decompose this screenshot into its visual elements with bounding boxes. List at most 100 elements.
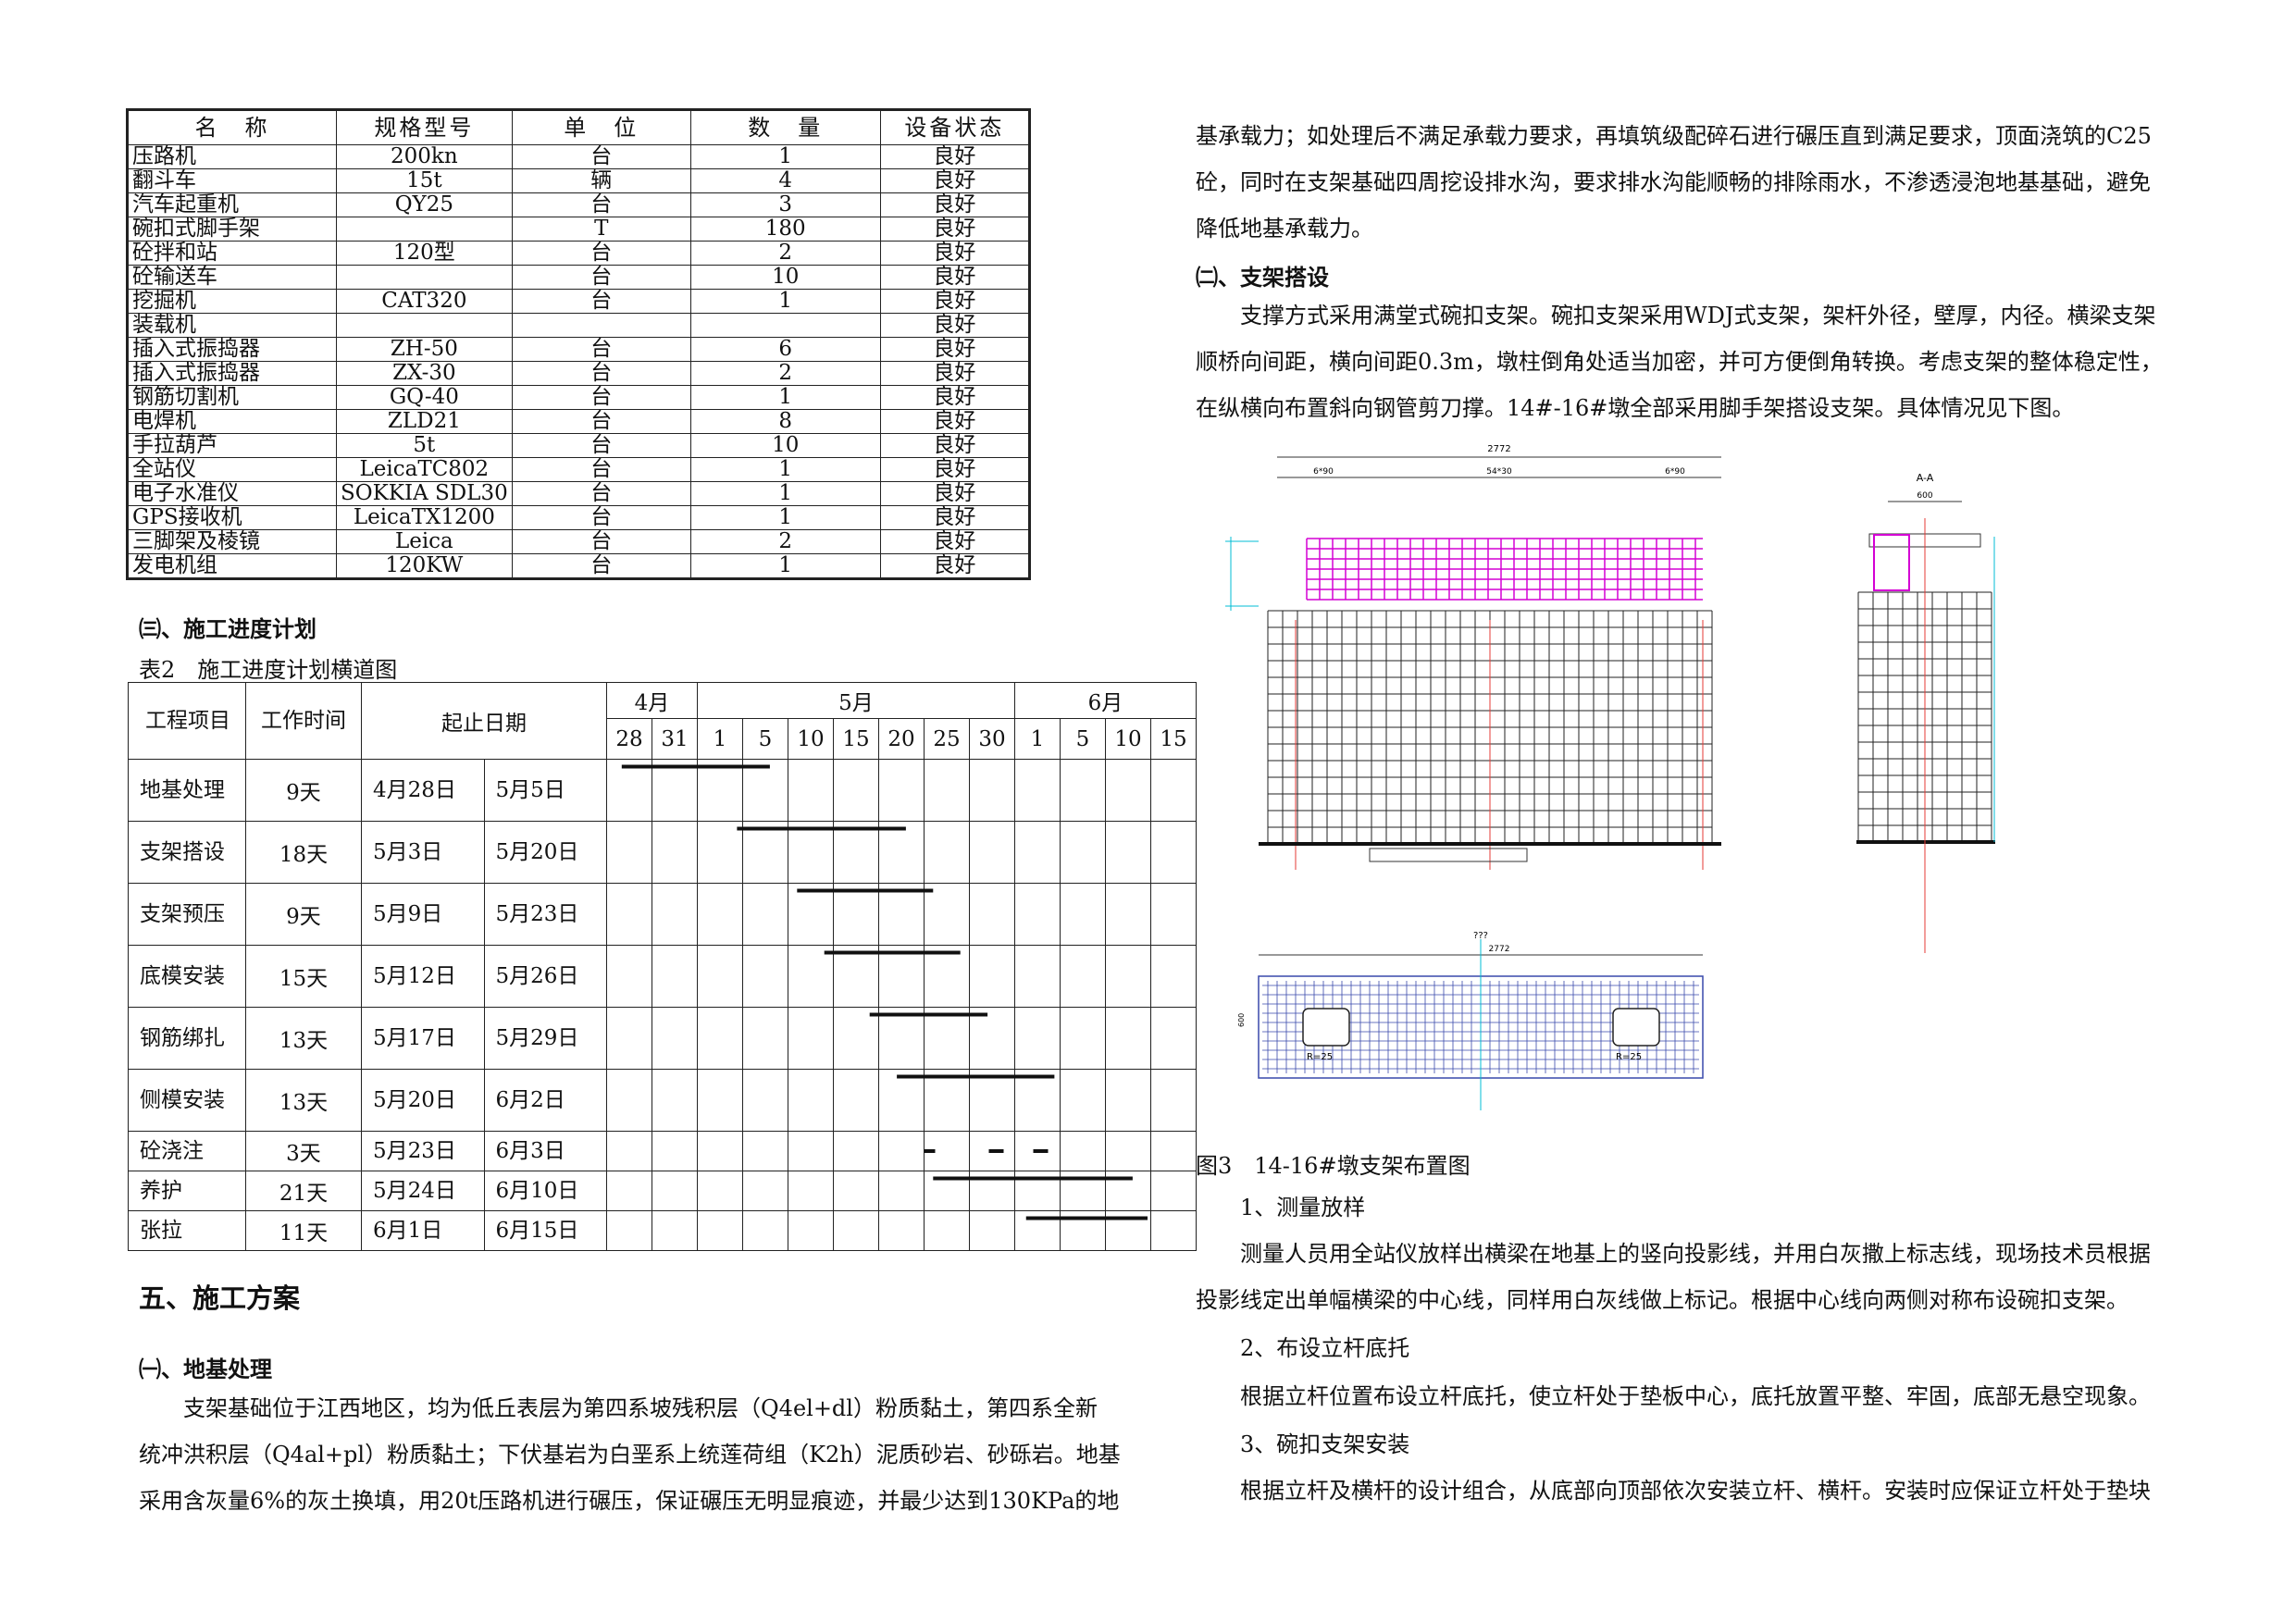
gantt-cell: [1014, 1007, 1061, 1070]
gantt-cell: [1105, 1007, 1151, 1070]
equip-qty: 2: [689, 241, 881, 266]
gantt-cell: [1150, 945, 1197, 1008]
equip-unit: 台: [511, 481, 691, 506]
gantt-cell: [742, 883, 788, 946]
col-qty: 数 量: [689, 109, 881, 145]
equip-status: 良好: [879, 241, 1031, 266]
step1-line-1: 测量人员用全站仪放样出横梁在地基上的竖向投影线，并用白灰撒上标志线，现场技术员根…: [1240, 1241, 2151, 1267]
plan-r-right: R=25: [1616, 1052, 1642, 1062]
gantt-start: 5月20日: [361, 1069, 485, 1132]
gantt-cell: [1060, 1007, 1106, 1070]
step3-title: 3、碗扣支架安装: [1240, 1431, 1410, 1457]
equip-spec: 200kn: [336, 144, 513, 169]
equip-status: 良好: [879, 265, 1031, 290]
equip-status: 良好: [879, 192, 1031, 217]
gantt-month-apr: 4月: [606, 681, 698, 720]
gantt-item: 养护: [128, 1171, 246, 1211]
gantt-cell: [924, 883, 970, 946]
gantt-bars: [621, 764, 1148, 1220]
gantt-start: 6月1日: [361, 1210, 485, 1251]
gantt-cell: [1150, 1131, 1197, 1171]
gantt-cell: [833, 1069, 879, 1132]
equip-qty: 2: [689, 529, 881, 554]
gantt-cell: [878, 1007, 925, 1070]
support-layout-drawing: 2772 6*90 54*30 6*90 A-A 600 ??? 2772: [1225, 444, 1995, 1110]
gantt-end: 5月20日: [483, 821, 607, 884]
plan-r-left: R=25: [1307, 1052, 1333, 1062]
gantt-cell: [606, 1007, 652, 1070]
equip-name: GPS接收机: [127, 505, 337, 530]
gantt-duration: 9天: [245, 759, 362, 822]
gantt-cell: [833, 821, 879, 884]
gantt-cell: [742, 1210, 788, 1251]
step1-line-2: 投影线定出单幅横梁的中心线，同样用白灰线做上标记。根据中心线向两侧对称布设碗扣支…: [1196, 1287, 2128, 1313]
gantt-cell: [833, 1131, 879, 1171]
gantt-end: 6月2日: [483, 1069, 607, 1132]
gantt-cell: [652, 883, 698, 946]
gantt-cell: [969, 883, 1015, 946]
equip-spec: ZLD21: [336, 409, 513, 434]
equip-name: 电焊机: [127, 409, 337, 434]
equip-spec: ZH-50: [336, 337, 513, 362]
plan-view: ??? 2772 R=25 R=25 600: [1237, 931, 1704, 1110]
gantt-cell: [1060, 821, 1106, 884]
gantt-duration: 3天: [245, 1131, 362, 1171]
equip-status: 良好: [879, 409, 1031, 434]
gantt-day-label: 1: [697, 718, 743, 760]
gantt-cell: [606, 883, 652, 946]
elev-dim-left: 6*90: [1313, 467, 1334, 477]
equip-unit: [511, 313, 691, 338]
equip-qty: 1: [689, 385, 881, 410]
equip-unit: 台: [511, 553, 691, 579]
gantt-cell: [1105, 883, 1151, 946]
gantt-cell: [788, 821, 834, 884]
gantt-day-label: 28: [606, 718, 652, 760]
gantt-cell: [788, 1007, 834, 1070]
gantt-item: 钢筋绑扎: [128, 1007, 246, 1070]
equip-status: 良好: [879, 553, 1031, 579]
gantt-start: 5月24日: [361, 1171, 485, 1211]
equip-unit: 台: [511, 457, 691, 482]
gantt-cell: [606, 821, 652, 884]
gantt-header-item: 工程项目: [128, 682, 246, 760]
gantt-cell: [788, 759, 834, 822]
equip-qty: 8: [689, 409, 881, 434]
gantt-duration: 11天: [245, 1210, 362, 1251]
equip-name: 挖掘机: [127, 289, 337, 314]
equip-name: 钢筋切割机: [127, 385, 337, 410]
section-schedule-heading: ㈢、施工进度计划: [139, 616, 316, 642]
equip-spec: Leica: [336, 529, 513, 554]
gantt-cell: [788, 1069, 834, 1132]
col-status: 设备状态: [879, 109, 1031, 145]
left-para-line-1: 支架基础位于江西地区，均为低丘表层为第四系坡残积层（Q4el+dl）粉质黏土，第…: [183, 1395, 1098, 1421]
gantt-day-label: 1: [1014, 718, 1061, 760]
gantt-end: 6月15日: [483, 1210, 607, 1251]
gantt-cell: [833, 1210, 879, 1251]
section-dim: 600: [1917, 491, 1932, 501]
equip-name: 翻斗车: [127, 168, 337, 193]
gantt-cell: [606, 1171, 652, 1211]
gantt-start: 5月17日: [361, 1007, 485, 1070]
section-5-1-heading: ㈠、地基处理: [139, 1357, 272, 1382]
gantt-cell: [1014, 821, 1061, 884]
right-para1-line-1: 基承载力；如处理后不满足承载力要求，再填筑级配碎石进行碾压直到满足要求，顶面浇筑…: [1196, 123, 2152, 149]
gantt-cell: [742, 945, 788, 1008]
gantt-cell: [1105, 945, 1151, 1008]
equip-name: 发电机组: [127, 553, 337, 579]
equip-spec: LeicaTC802: [336, 457, 513, 482]
gantt-item: 砼浇注: [128, 1131, 246, 1171]
gantt-cell: [1150, 759, 1197, 822]
gantt-cell: [697, 1069, 743, 1132]
step3-text: 根据立杆及横杆的设计组合，从底部向顶部依次安装立杆、横杆。安装时应保证立杆处于垫…: [1240, 1478, 2151, 1504]
equip-unit: 台: [511, 433, 691, 458]
gantt-cell: [1014, 883, 1061, 946]
elevation-view: 2772 6*90 54*30 6*90: [1225, 444, 1721, 870]
gantt-day-label: 10: [1105, 718, 1151, 760]
gantt-cell: [742, 1069, 788, 1132]
equip-status: 良好: [879, 385, 1031, 410]
fig3-caption: 图3 14-16#墩支架布置图: [1196, 1153, 1471, 1179]
